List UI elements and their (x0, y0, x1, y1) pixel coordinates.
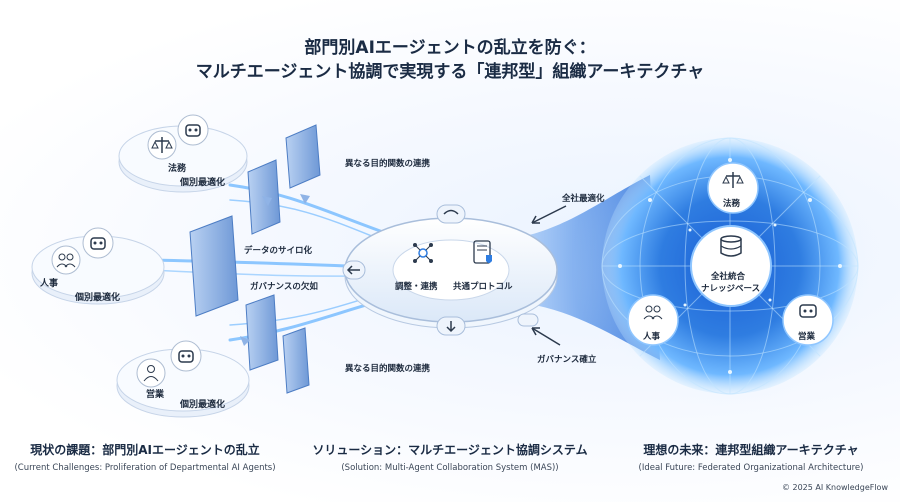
footer-right-main: 理想の未来：連邦型組織アーキテクチャ (643, 443, 859, 457)
dept-platform-legal: 法務 個別最適化 (118, 114, 248, 193)
title-line-2: マルチエージェント協調で実現する「連邦型」組織アーキテクチャ (195, 62, 705, 82)
optimization-arrow (531, 205, 567, 224)
footer-center-main: ソリューション：マルチエージェント協調システム (312, 443, 588, 457)
network-icon (413, 243, 433, 263)
node-sales: 営業 (782, 294, 834, 346)
dept-hr-name: 人事 (39, 277, 58, 289)
people-icon (643, 305, 663, 320)
dept-hr-status: 個別最適化 (74, 291, 120, 303)
governance-arrow (531, 327, 561, 346)
node-hr: 人事 (627, 294, 679, 346)
person-icon (136, 358, 166, 388)
scale-icon (147, 130, 177, 160)
robot-icon (799, 304, 817, 318)
sync-icon (436, 204, 466, 224)
dept-sales-name: 営業 (146, 388, 165, 400)
robot-icon (177, 114, 209, 146)
footer-left: 現状の課題：部門別AIエージェントの乱立 (Current Challenges… (10, 441, 280, 473)
label-governance: ガバナンス確立 (537, 354, 597, 365)
label-governance-gap: ガバナンスの欠如 (250, 281, 318, 292)
title-line-1: 部門別AIエージェントの乱立を防ぐ： (304, 38, 596, 58)
robot-icon (82, 227, 114, 259)
label-top-link: 異なる目的関数の連携 (345, 158, 431, 169)
scale-icon (722, 172, 744, 188)
coordination-hub: 調整・連携 共通プロトコル (342, 204, 558, 336)
robot-icon (170, 340, 202, 372)
node-sales-name: 営業 (798, 331, 816, 342)
node-legal-name: 法務 (723, 198, 741, 209)
label-silo: データのサイロ化 (244, 245, 313, 256)
core-line-2: ナレッジベース (701, 284, 760, 294)
footer-center: ソリューション：マルチエージェント協調システム (Solution: Multi… (300, 441, 600, 473)
copyright: © 2025 AI KnowledgeFlow (781, 483, 888, 492)
dept-legal-name: 法務 (168, 162, 187, 174)
label-bottom-link: 異なる目的関数の連携 (345, 363, 431, 374)
dept-sales-status: 個別最適化 (179, 398, 225, 410)
dept-platform-hr: 人事 個別最適化 (31, 227, 165, 305)
hub-item-coordination: 調整・連携 (395, 281, 438, 292)
footer-right-sub: (Ideal Future: Federated Organizational … (638, 463, 864, 473)
dept-platform-sales: 営業 個別最適化 (116, 340, 250, 418)
silo-walls (189, 124, 321, 394)
dept-legal-status: 個別最適化 (179, 176, 225, 188)
hub-item-protocol: 共通プロトコル (453, 281, 513, 292)
database-icon (720, 235, 742, 257)
footer-right: 理想の未来：連邦型組織アーキテクチャ (Ideal Future: Federa… (616, 441, 886, 473)
node-hr-name: 人事 (643, 331, 661, 342)
protocol-icon (473, 240, 492, 264)
node-legal: 法務 (707, 162, 759, 214)
footer-center-sub: (Solution: Multi-Agent Collaboration Sys… (341, 463, 559, 473)
people-icon (51, 245, 81, 275)
label-optimization: 全社最適化 (561, 193, 605, 204)
footer-left-main: 現状の課題：部門別AIエージェントの乱立 (30, 443, 260, 457)
footer-left-sub: (Current Challenges: Proliferation of De… (14, 463, 276, 473)
core-line-1: 全社統合 (710, 271, 746, 282)
federated-sphere: 全社統合 ナレッジベース 法務 人事 (572, 108, 888, 424)
